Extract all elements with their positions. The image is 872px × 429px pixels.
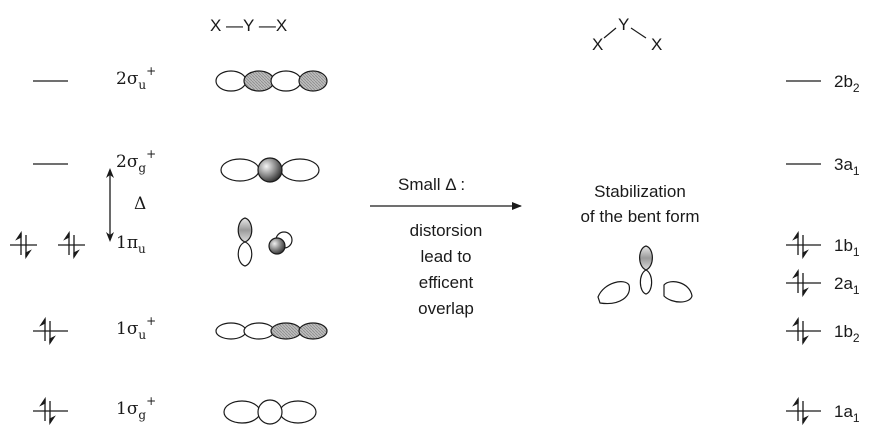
label-3a1: 3a1 — [834, 155, 860, 178]
electron-pair-1pu-b — [63, 230, 80, 260]
orbital-1sg-icon — [223, 399, 317, 425]
svg-text:lead to: lead to — [420, 247, 471, 266]
svg-text:X: X — [651, 35, 662, 54]
electron-pair-1b2 — [792, 316, 809, 346]
bent-electrons — [792, 230, 809, 426]
label-1b2: 1b2 — [834, 322, 860, 345]
label-2sg: 2σg+ — [116, 147, 156, 175]
label-2su: 2σu+ — [116, 64, 156, 92]
electron-pair-1pu-a — [15, 230, 32, 260]
orbital-1pu-icon — [237, 217, 293, 267]
electron-pair-2a1 — [792, 268, 809, 298]
orbital-2sg-icon — [220, 157, 320, 183]
label-2b2: 2b2 — [834, 72, 860, 95]
linear-electrons — [15, 230, 80, 426]
linear-header: X —Y —X — [210, 16, 287, 35]
bent-header: Y X X — [592, 15, 662, 54]
arrow-bottom-label: distorsion lead to efficent overlap — [410, 221, 483, 318]
label-1sg: 1σg+ — [116, 394, 156, 422]
label-1pu: 1πu — [116, 233, 146, 256]
bent-orbital-icon — [597, 245, 693, 305]
svg-text:of the bent form: of the bent form — [580, 207, 699, 226]
electron-pair-1a1 — [792, 396, 809, 426]
label-1b1: 1b1 — [834, 236, 860, 259]
label-1su: 1σu+ — [116, 314, 156, 342]
svg-text:overlap: overlap — [418, 299, 474, 318]
electron-pair-1sg — [39, 396, 56, 426]
delta-label: Δ — [134, 194, 146, 214]
orbital-1su-icon — [215, 322, 328, 340]
svg-text:efficent: efficent — [419, 273, 474, 292]
svg-text:X: X — [592, 35, 603, 54]
delta-gap-arrow — [106, 168, 114, 242]
svg-text:Y: Y — [618, 15, 629, 34]
label-1a1: 1a1 — [834, 402, 860, 425]
electron-pair-1b1 — [792, 230, 809, 260]
arrow-top-label: Small Δ : — [398, 175, 465, 194]
svg-text:distorsion: distorsion — [410, 221, 483, 240]
electron-pair-1su — [39, 316, 56, 346]
svg-text:Stabilization: Stabilization — [594, 182, 686, 201]
label-2a1: 2a1 — [834, 274, 860, 297]
stabilization-label: Stabilization of the bent form — [580, 182, 699, 226]
orbital-2su-icon — [215, 70, 328, 92]
